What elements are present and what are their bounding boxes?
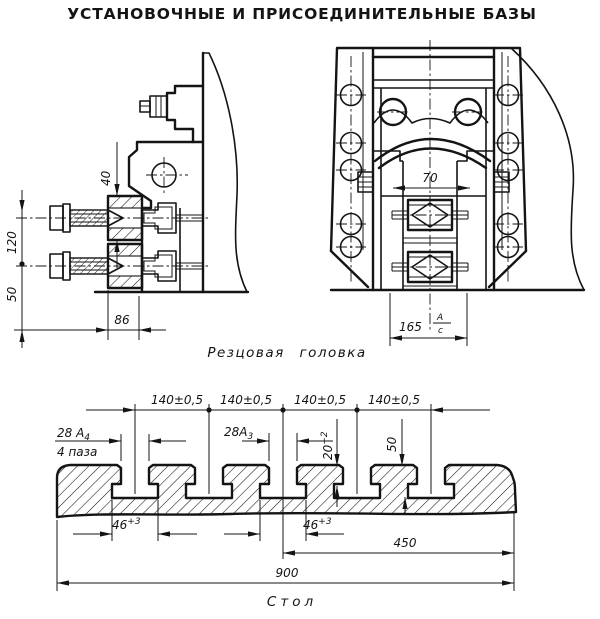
- right-chamfer: [487, 249, 528, 289]
- dim-900: 900: [56, 520, 514, 591]
- page-title: УСТАНОВОЧНЫЕ И ПРИСОЕДИНИТЕЛЬНЫЕ БАЗЫ: [67, 5, 536, 23]
- dim-cavity-46-first: 46+3: [73, 500, 197, 541]
- flange-plate: [127, 140, 205, 294]
- dim-50-label: 50: [385, 436, 399, 452]
- clamp-bolt-assembly: [16, 194, 208, 242]
- dim-140-label: 140±0,5: [368, 393, 420, 407]
- bolt-shaft: [69, 209, 109, 227]
- left-chamfer: [329, 249, 370, 289]
- column-holes-left: [336, 56, 366, 282]
- dim-pitch-row: 140±0,5 140±0,5 140±0,5 140±0,5: [86, 393, 490, 413]
- dim-165: 165 А с: [389, 293, 468, 346]
- clamp-block-section: [107, 275, 143, 289]
- dim-165-label: 165: [399, 320, 422, 334]
- dim-86: 86: [14, 290, 166, 340]
- dim-900-label: 900: [276, 566, 299, 580]
- dim-140-label: 140±0,5: [151, 393, 203, 407]
- column-holes-right: [493, 56, 523, 282]
- dim-slot-a4: 28 А4 4 паза: [55, 426, 186, 461]
- dim-86-label: 86: [114, 313, 130, 327]
- diamond-bolt-head: [411, 202, 449, 228]
- t-nut: [143, 254, 173, 278]
- dim-cavity-46-second: 46+3: [224, 500, 344, 541]
- screw-end-right: [493, 171, 510, 193]
- dim-70-label: 70: [422, 171, 438, 185]
- dim-120-50: 120 50: [5, 190, 25, 348]
- cutter-head-front-view: 70 165 А с: [329, 40, 586, 346]
- dim-lip-20: 20+2: [320, 419, 340, 507]
- clamp-block-section: [107, 243, 143, 257]
- dim-165-fraction-den: с: [438, 326, 443, 336]
- t-slot-cavity: [142, 250, 177, 282]
- crown-line: [373, 109, 489, 124]
- cutter-head-side-view: 40 120 50 86: [5, 51, 250, 348]
- dim-70: 70: [393, 171, 470, 191]
- dim-140-label: 140±0,5: [294, 393, 346, 407]
- break-line: [203, 52, 248, 293]
- arch-outer: [373, 137, 492, 163]
- dim-450-label: 450: [394, 536, 417, 550]
- dim-450: 450: [282, 470, 515, 591]
- slot-count-note: 4 паза: [57, 445, 97, 459]
- bolt-cone-tip: [107, 209, 124, 227]
- bracket-nut: [149, 95, 168, 118]
- dim-46-label: 46+3: [303, 517, 332, 532]
- bolt-cone-tip: [107, 257, 124, 275]
- dim-40-label: 40: [99, 170, 113, 186]
- dim-40: 40: [99, 142, 120, 268]
- clamp-block-section: [107, 227, 143, 241]
- dim-slot-a3: 28А3: [224, 425, 333, 461]
- caption-table: Стол: [267, 594, 317, 610]
- table-cross-section: [55, 463, 518, 519]
- dim-28a4-label: 28 А4: [57, 426, 90, 443]
- t-nut: [143, 206, 173, 230]
- screw-end-left: [357, 171, 374, 193]
- table-profile-view: 140±0,5 140±0,5 140±0,5 140±0,5 28 А4 4 …: [55, 393, 518, 591]
- dim-20-label: 20+2: [320, 431, 335, 460]
- dim-120-label: 120: [5, 231, 19, 254]
- slot-centerlines: [134, 404, 432, 494]
- dim-50-label: 50: [5, 286, 19, 302]
- dim-depth-50: 50: [385, 419, 408, 513]
- caption-cutter-head: Резцовая головка: [207, 345, 366, 361]
- channel-step: [373, 150, 494, 162]
- dim-165-fraction-num: А: [436, 313, 443, 323]
- break-line: [510, 47, 585, 291]
- clamp-block-section: [107, 195, 143, 209]
- t-slot-cavity: [142, 202, 177, 234]
- top-bracket: [165, 84, 205, 144]
- dim-140-label: 140±0,5: [220, 393, 272, 407]
- bolt-shaft: [69, 257, 109, 275]
- dim-28a3-label: 28А3: [224, 425, 253, 442]
- dim-46-label: 46+3: [112, 517, 141, 532]
- column-outline: [329, 46, 528, 253]
- arch-inner: [377, 147, 488, 170]
